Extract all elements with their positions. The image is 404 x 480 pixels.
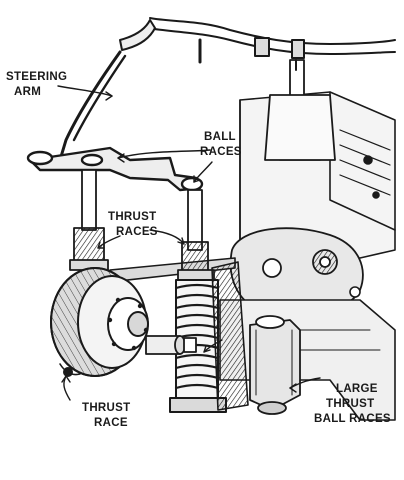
wheel-hub — [50, 267, 149, 377]
label-ball-races: BALL RACES — [200, 131, 242, 158]
steering-column — [264, 59, 336, 161]
label-large-thrust-ball-races-line1: LARGE — [336, 383, 378, 395]
label-steering-arm: STEERING ARM — [6, 71, 67, 98]
axle-stub — [145, 335, 197, 355]
label-large-thrust-ball-races-line3: BALL RACES — [314, 413, 391, 425]
leader-lines — [57, 85, 321, 401]
steering-bar — [119, 17, 396, 64]
label-large-thrust-ball-races-line2: THRUST — [326, 398, 374, 410]
label-thrust-races-line2: RACES — [116, 226, 158, 238]
center-plate — [211, 261, 249, 411]
label-thrust-races: THRUST RACES — [108, 211, 158, 238]
right-bracket — [249, 315, 301, 415]
label-thrust-race: THRUST RACE — [82, 402, 130, 429]
label-steering-arm-line2: ARM — [14, 86, 41, 98]
label-ball-races-line2: RACES — [200, 146, 242, 158]
left-kingpin — [69, 169, 109, 271]
right-kingpin-assembly — [177, 189, 215, 281]
label-thrust-race-line1: THRUST — [82, 402, 130, 414]
label-large-thrust-ball-races: LARGE THRUST BALL RACES — [314, 383, 391, 425]
label-steering-arm-line1: STEERING — [6, 71, 67, 83]
label-thrust-races-line1: THRUST — [108, 211, 156, 223]
label-ball-races-line1: BALL — [204, 131, 236, 143]
label-thrust-race-line2: RACE — [94, 417, 128, 429]
steering-arm — [26, 50, 204, 192]
